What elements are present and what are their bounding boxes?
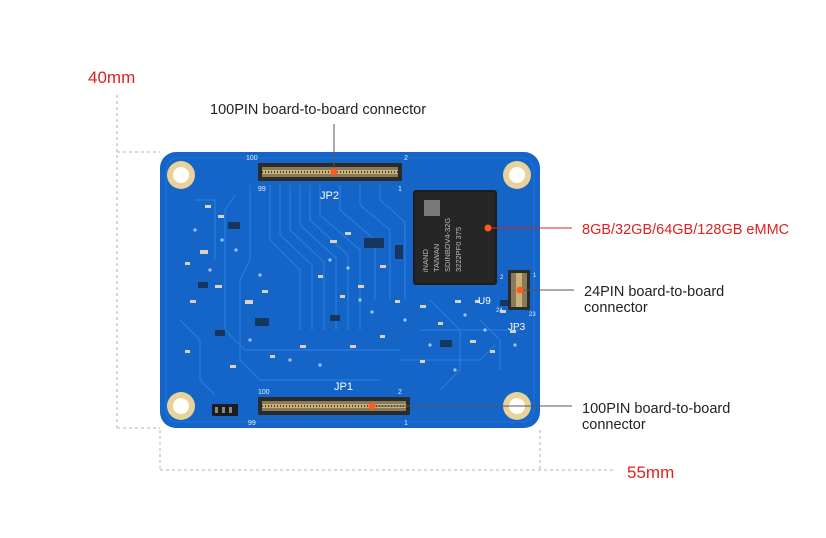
jp1-label: JP1 <box>334 381 353 393</box>
mounting-hole-bottom-left <box>167 392 195 420</box>
jp1-pin-100-label: 100 <box>258 389 270 396</box>
jp3-pin-23-label: 23 <box>529 312 536 318</box>
jp1-pin-99-label: 99 <box>248 420 256 427</box>
dimension-lines <box>116 95 615 471</box>
callout-emmc: 8GB/32GB/64GB/128GB eMMC <box>582 222 790 238</box>
chip-qr-code <box>424 200 440 216</box>
chip-marking-line2: TAIWAN <box>432 244 441 272</box>
dot-emmc <box>484 224 492 232</box>
callout-right-connector: 24PIN board-to-board connector <box>584 284 724 316</box>
callout-right-connector-line2: connector <box>584 300 648 316</box>
callout-leaders <box>330 124 574 410</box>
jp2-pin-99-label: 99 <box>258 186 266 193</box>
dot-right-connector <box>516 286 524 294</box>
chip-marking-line1: iNAND <box>421 248 430 272</box>
smd-components <box>185 205 516 368</box>
jp1-pin-2-label: 2 <box>398 389 402 396</box>
mounting-holes <box>167 161 531 420</box>
u9-label: U9 <box>478 296 491 307</box>
jp2-pin-row <box>262 170 398 174</box>
connector-jp1: 100 2 99 1 JP1 <box>248 381 410 427</box>
callout-top-connector: 100PIN board-to-board connector <box>210 102 427 118</box>
jumper-header <box>212 404 238 416</box>
height-dimension-label: 40mm <box>88 68 136 87</box>
connector-jp2: 100 2 99 1 JP2 <box>246 155 408 202</box>
callout-bottom-connector-line2: connector <box>582 417 646 433</box>
width-dimension-label: 55mm <box>627 463 675 482</box>
jp2-pin-2-label: 2 <box>404 155 408 162</box>
chip-marking-line4: 3222PF0 375 <box>454 227 463 272</box>
jp3-pin-2-label: 2 <box>500 275 504 281</box>
jp1-pin-1-label: 1 <box>404 420 408 427</box>
dark-components <box>198 222 508 347</box>
dot-bottom-connector <box>368 402 376 410</box>
pcb-traces <box>179 185 520 396</box>
callout-right-connector-line1: 24PIN board-to-board <box>584 284 725 300</box>
jp2-pin-100-label: 100 <box>246 155 258 162</box>
callout-bottom-connector-line1: 100PIN board-to-board <box>582 401 731 417</box>
jp3-label: JP3 <box>508 322 526 333</box>
jp3-pin-1-label: 1 <box>533 273 537 279</box>
dot-top-connector <box>330 168 338 176</box>
chip-marking-line3: SDINBDV4-32G <box>443 218 452 272</box>
jp3-pin-24-label: 24 <box>496 308 503 314</box>
via-holes <box>193 228 517 372</box>
jp2-label: JP2 <box>320 190 339 202</box>
mounting-hole-top-left <box>167 161 195 189</box>
jp2-pin-1-label: 1 <box>398 186 402 193</box>
mounting-hole-top-right <box>503 161 531 189</box>
emmc-chip-u9: iNAND TAIWAN SDINBDV4-32G 3222PF0 375 U9 <box>413 190 497 307</box>
callout-bottom-connector: 100PIN board-to-board connector <box>582 401 730 433</box>
